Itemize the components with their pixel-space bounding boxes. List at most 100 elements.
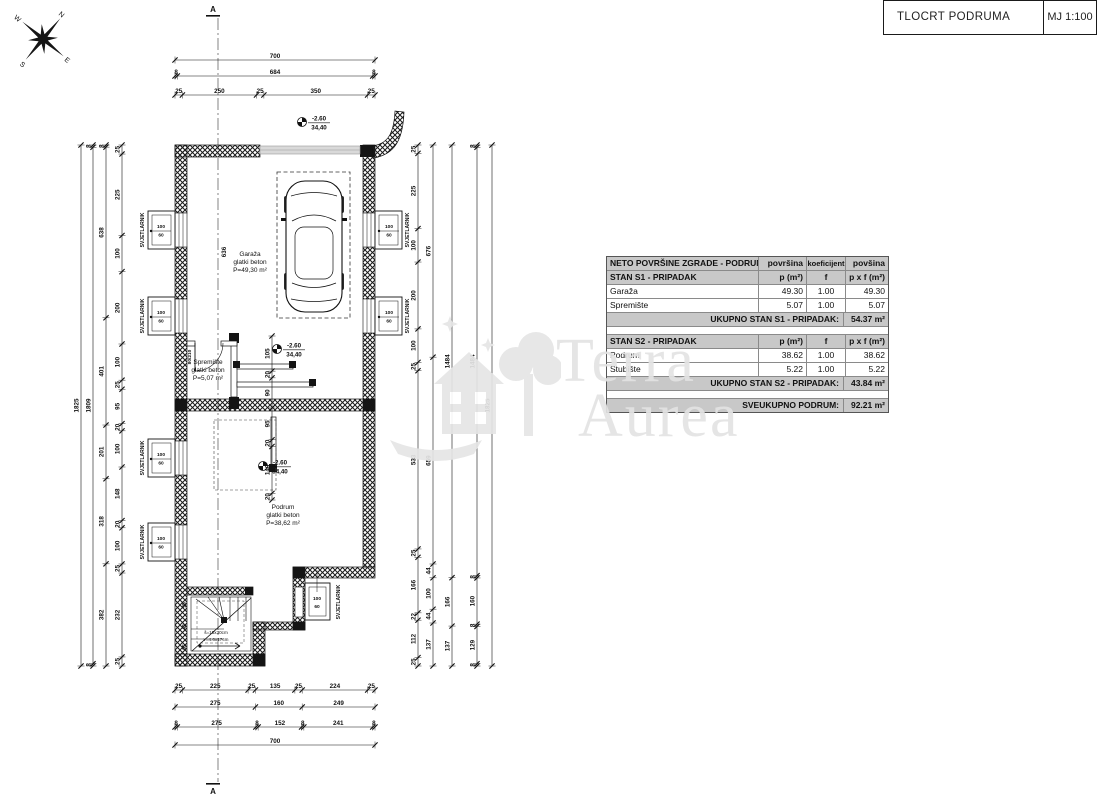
dim-label: 241 bbox=[333, 720, 344, 727]
dim-label: 100 bbox=[426, 588, 433, 599]
section-tick bbox=[206, 783, 220, 785]
dim-label: 160 bbox=[470, 595, 477, 606]
dim-label: 401 bbox=[99, 366, 106, 377]
room-material: glatki beton bbox=[266, 512, 300, 519]
table-row: Podrum 38.62 1.00 38.62 bbox=[607, 349, 888, 363]
dim-label: 8 bbox=[99, 144, 106, 148]
row-name: Podrum bbox=[607, 349, 759, 362]
dim-label: 20 bbox=[265, 493, 272, 501]
dim-label: 200 bbox=[115, 302, 122, 313]
column-post bbox=[253, 654, 265, 666]
light-well-box-inner bbox=[151, 214, 172, 246]
dim-label: 275 bbox=[211, 720, 222, 727]
window-size: 100 bbox=[157, 224, 165, 230]
dim-label: 100 bbox=[411, 240, 418, 251]
stair-winder bbox=[195, 598, 225, 621]
window-size: 60 bbox=[314, 604, 320, 610]
svjetlarnik-label: SVJETLARNIK bbox=[405, 298, 411, 333]
dim-label: 225 bbox=[115, 189, 122, 200]
window-glazing bbox=[174, 298, 188, 334]
light-well-box-inner bbox=[151, 526, 172, 558]
table-gap bbox=[607, 391, 888, 399]
dim-label: 105 bbox=[265, 348, 272, 359]
dim-label: 318 bbox=[99, 516, 106, 527]
room-material: glatki beton bbox=[191, 367, 225, 374]
window-glazing bbox=[362, 212, 376, 248]
table-header-row: NETO POVRŠINE ZGRADE - PODRUM površina k… bbox=[607, 257, 888, 271]
dim-label: 232 bbox=[115, 609, 122, 620]
table-gap bbox=[607, 327, 888, 335]
stair-note: v=4.6x17cm bbox=[204, 637, 229, 642]
dim-label: 1484 bbox=[470, 354, 477, 369]
col-povrsina: površina bbox=[759, 257, 807, 270]
light-well-box bbox=[147, 210, 176, 250]
interior-dim: 636 bbox=[221, 246, 228, 257]
door-size-label: 80/210 bbox=[187, 349, 193, 364]
step-edge bbox=[236, 363, 294, 370]
dim-label: 100 bbox=[115, 540, 122, 551]
dim-label: 129 bbox=[470, 639, 477, 650]
dim-label: 100 bbox=[411, 340, 418, 351]
light-well-box bbox=[147, 438, 176, 478]
dim-label: 152 bbox=[275, 720, 286, 727]
elevation-absolute: 34,40 bbox=[311, 125, 327, 132]
column-post bbox=[175, 399, 187, 411]
dim-label: 8 bbox=[470, 144, 477, 148]
level-marker-icon bbox=[302, 117, 307, 122]
stair-dim: 95 bbox=[182, 602, 188, 608]
window-size: 100 bbox=[157, 536, 165, 542]
dim-label: 100 bbox=[115, 248, 122, 259]
s2-name: STAN S2 - PRIPADAK bbox=[607, 335, 759, 348]
s2-header-row: STAN S2 - PRIPADAK p (m²) f p x f (m²) bbox=[607, 335, 888, 349]
s1-f-unit: f bbox=[807, 271, 846, 284]
s2-total-row: UKUPNO STAN S2 - PRIPADAK: 43.84 m² bbox=[607, 377, 888, 391]
dim-label: 25 bbox=[115, 146, 122, 154]
dim-label: 148 bbox=[115, 488, 122, 499]
s1-pf-unit: p x f (m²) bbox=[849, 272, 885, 282]
dim-label: 25 bbox=[411, 658, 418, 666]
stair-dim: 95 bbox=[182, 644, 188, 650]
light-well-box bbox=[147, 296, 176, 336]
s2-f-unit: f bbox=[807, 335, 846, 348]
window-size: 60 bbox=[158, 233, 164, 239]
window-size: 60 bbox=[386, 233, 392, 239]
car-hood-line bbox=[290, 192, 338, 197]
dim-label: 25 bbox=[411, 145, 418, 153]
dim-label: 20 bbox=[265, 370, 272, 378]
car-rear-window bbox=[291, 282, 337, 288]
dim-label: 20 bbox=[115, 520, 122, 528]
dim-label: 8 bbox=[301, 720, 305, 727]
dim-label: 25 bbox=[115, 564, 122, 572]
room-area: P=5,07 m² bbox=[193, 375, 224, 382]
dim-label: 44 bbox=[426, 567, 433, 575]
room-area: P=49,30 m² bbox=[233, 267, 268, 274]
window-glazing bbox=[174, 524, 188, 560]
dim-label: 25 bbox=[175, 88, 183, 95]
dim-label: 135 bbox=[270, 683, 281, 690]
curved-wall bbox=[371, 110, 405, 159]
section-letter: A bbox=[210, 787, 216, 796]
level-marker-icon bbox=[272, 349, 277, 354]
step-post bbox=[309, 379, 316, 386]
grand-total-label: SVEUKUPNO PODRUM: bbox=[607, 399, 844, 412]
stair-projection bbox=[196, 600, 245, 644]
window-size: 100 bbox=[157, 310, 165, 316]
column-post bbox=[269, 464, 277, 472]
dim-label: 25 bbox=[115, 381, 122, 389]
row-f: 1.00 bbox=[807, 285, 846, 298]
car-mirror bbox=[342, 218, 347, 221]
s2-p-unit: p (m²) bbox=[759, 335, 807, 348]
window-size: 60 bbox=[158, 319, 164, 325]
dim-label: 8 bbox=[470, 663, 477, 667]
dim-label: 8 bbox=[372, 720, 376, 727]
dim-label: 8 bbox=[372, 69, 376, 76]
column-post bbox=[293, 622, 305, 630]
elevation-absolute: 34,40 bbox=[286, 352, 302, 359]
car-trunk-line bbox=[290, 298, 338, 302]
wall bbox=[174, 474, 188, 526]
dim-label: 8 bbox=[174, 720, 178, 727]
light-well-box-inner bbox=[151, 300, 172, 332]
dim-label: 44 bbox=[426, 612, 433, 620]
s1-total-label: UKUPNO STAN S1 - PRIPADAK: bbox=[607, 313, 844, 326]
room-name: Spremište bbox=[193, 359, 223, 366]
